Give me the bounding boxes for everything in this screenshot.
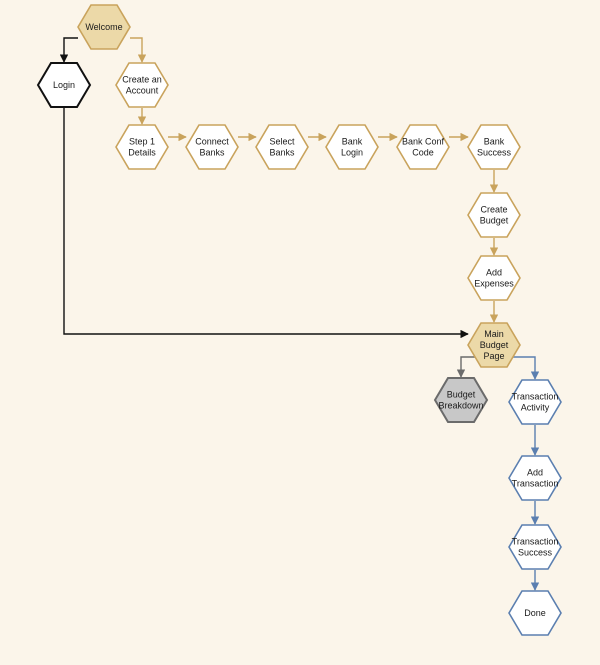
node-create-budget-label: Budget: [480, 216, 509, 226]
edges-layer: [59, 37, 540, 591]
node-transaction-activity-label: Activity: [521, 403, 550, 413]
node-bank-success-hexagon: [467, 124, 521, 170]
node-transaction-success-label: Success: [518, 548, 553, 558]
node-welcome-hexagon: [77, 4, 131, 50]
edge-login-to-main-budget: [63, 108, 469, 339]
node-add-transaction-label: Add: [527, 468, 543, 478]
node-main-budget-label: Budget: [480, 340, 509, 350]
node-create-account-label: Account: [126, 86, 159, 96]
node-add-transaction-label: Transaction: [512, 479, 559, 489]
edge-main-budget-to-transaction-activity: [507, 356, 540, 380]
node-step1-hexagon: [115, 124, 169, 170]
node-connect-banks-label: Connect: [195, 137, 229, 147]
node-connect-banks-label: Banks: [199, 148, 225, 158]
node-bank-login-label: Bank: [342, 137, 363, 147]
node-main-budget-label: Page: [483, 351, 504, 361]
node-bank-conf-code-label: Code: [412, 148, 434, 158]
node-connect-banks-hexagon: [185, 124, 239, 170]
node-done-hexagon: [508, 590, 562, 636]
node-main-budget-hexagon: [467, 322, 521, 368]
node-add-expenses-label: Expenses: [474, 279, 514, 289]
node-create-budget-label: Create: [480, 205, 507, 215]
node-transaction-success-hexagon: [508, 524, 562, 570]
node-create-account-label: Create an: [122, 75, 162, 85]
node-bank-login-hexagon: [325, 124, 379, 170]
node-create-budget-hexagon: [467, 192, 521, 238]
node-bank-success-label: Bank: [484, 137, 505, 147]
node-select-banks-label: Select: [269, 137, 295, 147]
node-login-hexagon: [36, 62, 92, 108]
node-budget-breakdown-label: Breakdown: [438, 401, 483, 411]
node-welcome: Welcome: [77, 4, 131, 50]
node-bank-success-label: Success: [477, 148, 512, 158]
node-select-banks-label: Banks: [269, 148, 295, 158]
node-transaction-activity-hexagon: [508, 379, 562, 425]
node-done: Done: [508, 590, 562, 636]
node-transaction-activity-label: Transaction: [512, 392, 559, 402]
node-select-banks-hexagon: [255, 124, 309, 170]
node-login-label: Login: [53, 80, 75, 90]
node-budget-breakdown-label: Budget: [447, 390, 476, 400]
node-done-label: Done: [524, 608, 546, 618]
node-login: Login: [36, 62, 92, 108]
node-transaction-success-label: Transaction: [512, 537, 559, 547]
node-step1-label: Step 1: [129, 137, 155, 147]
node-add-expenses-label: Add: [486, 268, 502, 278]
node-welcome-label: Welcome: [85, 22, 122, 32]
node-add-expenses-hexagon: [467, 255, 521, 301]
node-budget-breakdown-hexagon: [433, 377, 489, 423]
edge-welcome-to-create-account: [130, 37, 147, 63]
node-bank-conf-code-hexagon: [396, 124, 450, 170]
node-create-account-hexagon: [115, 62, 169, 108]
node-bank-conf-code-label: Bank Conf: [402, 137, 445, 147]
node-bank-login-label: Login: [341, 148, 363, 158]
edge-welcome-to-login: [59, 37, 78, 63]
node-add-transaction-hexagon: [508, 455, 562, 501]
node-main-budget-label: Main: [484, 329, 504, 339]
node-step1-label: Details: [128, 148, 156, 158]
